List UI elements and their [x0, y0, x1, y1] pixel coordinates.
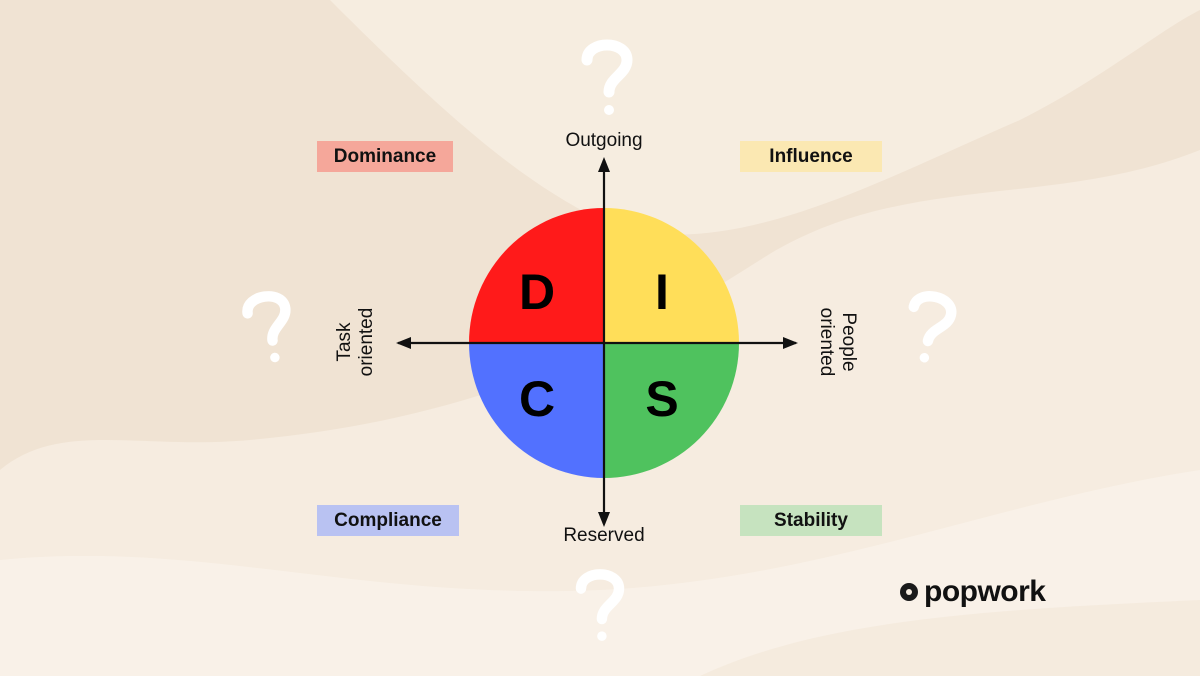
- brand-name: popwork: [924, 575, 1046, 608]
- disc-circle: [469, 208, 739, 478]
- question-mark-icon: [581, 39, 633, 115]
- popwork-dot-icon: [900, 583, 918, 601]
- axis-label-left: Task oriented: [334, 292, 378, 392]
- quadrant-compliance: [469, 343, 604, 478]
- axis-label-right-line1: People: [838, 312, 859, 372]
- axis-label-right: People oriented: [815, 292, 859, 392]
- axis-label-top: Outgoing: [565, 130, 643, 151]
- quadrant-dominance: [469, 208, 604, 343]
- question-marks: [242, 39, 957, 641]
- question-mark-icon: [242, 291, 291, 363]
- axis-label-left-line2: oriented: [356, 307, 377, 377]
- arrow-right-icon: [783, 337, 798, 349]
- arrow-left-icon: [396, 337, 411, 349]
- popwork-logo: popwork: [900, 574, 1046, 610]
- quadrant-letter-i: I: [655, 264, 669, 320]
- axis-label-bottom: Reserved: [563, 525, 645, 546]
- axis-label-left-line1: Task: [334, 322, 355, 362]
- arrow-down-icon: [598, 512, 610, 527]
- label-influence: Influence: [740, 141, 882, 172]
- label-compliance: Compliance: [317, 505, 459, 536]
- label-dominance: Dominance: [317, 141, 453, 172]
- quadrant-stability: [604, 343, 739, 478]
- quadrant-letter-d: D: [518, 264, 556, 320]
- question-mark-icon: [908, 291, 957, 363]
- label-stability: Stability: [740, 505, 882, 536]
- axes: [398, 160, 796, 524]
- axis-label-right-line2: oriented: [816, 307, 837, 377]
- quadrant-letter-s: S: [645, 371, 679, 427]
- quadrant-letter-c: C: [518, 371, 556, 427]
- arrow-up-icon: [598, 157, 610, 172]
- quadrant-influence: [604, 208, 739, 343]
- question-mark-icon: [575, 569, 625, 641]
- axis-arrowheads: [396, 157, 798, 527]
